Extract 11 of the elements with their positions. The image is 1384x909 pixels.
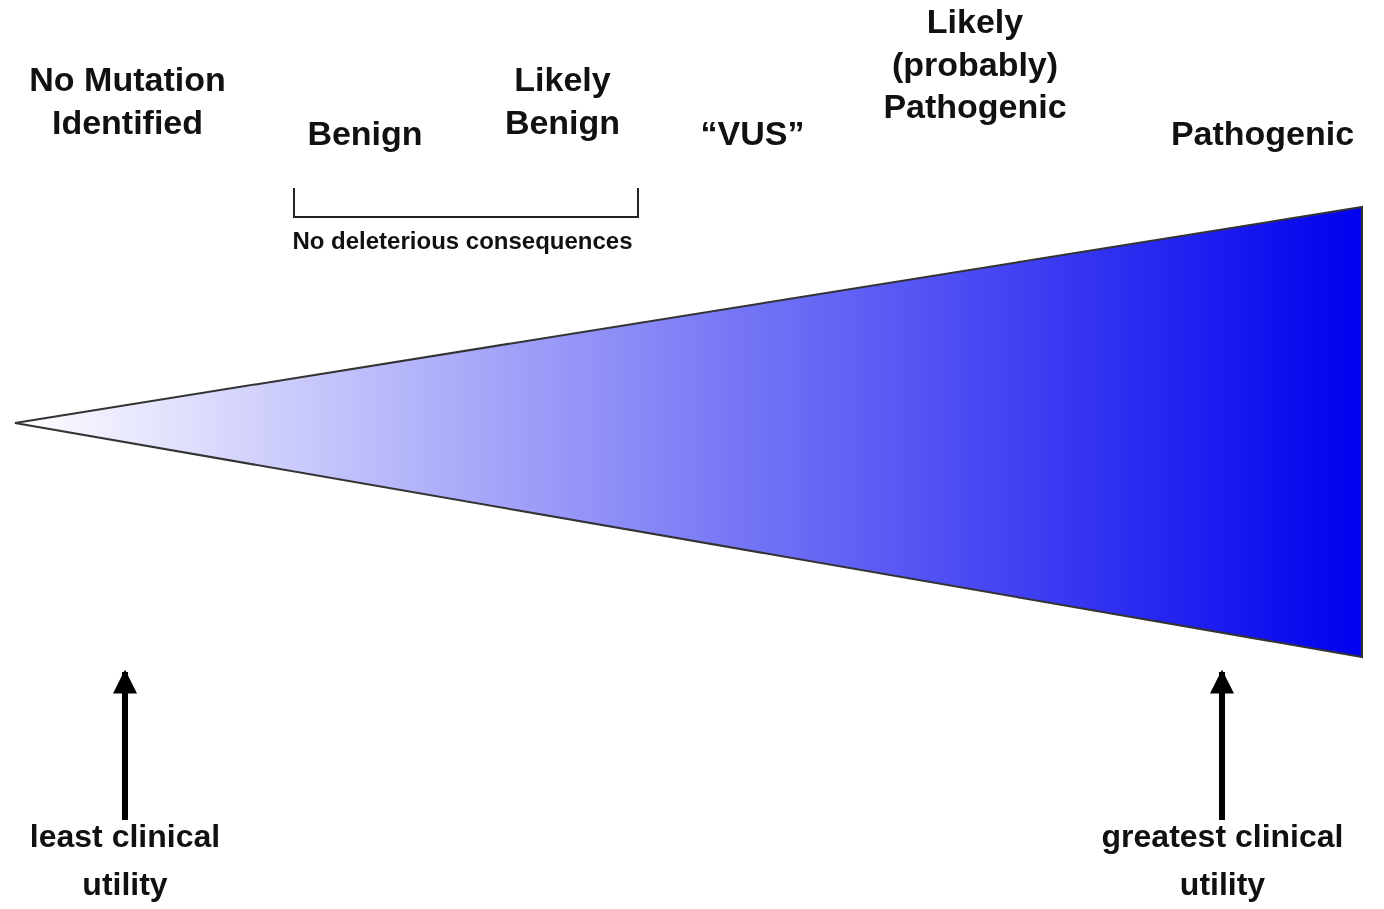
arrow bbox=[1210, 669, 1234, 820]
category-label: “VUS” bbox=[699, 113, 806, 154]
caption-text: greatest clinical utility bbox=[1090, 812, 1355, 908]
category-label: No Mutation Identified bbox=[28, 59, 227, 143]
arrow bbox=[113, 669, 137, 820]
category-label: Likely (probably) Pathogenic bbox=[882, 1, 1068, 127]
category-label: Likely Benign bbox=[503, 59, 622, 143]
category-label: Pathogenic bbox=[1169, 113, 1356, 154]
caption-text: least clinical utility bbox=[20, 812, 230, 908]
bracket-label: No deleterious consequences bbox=[291, 226, 634, 256]
category-label: Benign bbox=[306, 113, 424, 154]
